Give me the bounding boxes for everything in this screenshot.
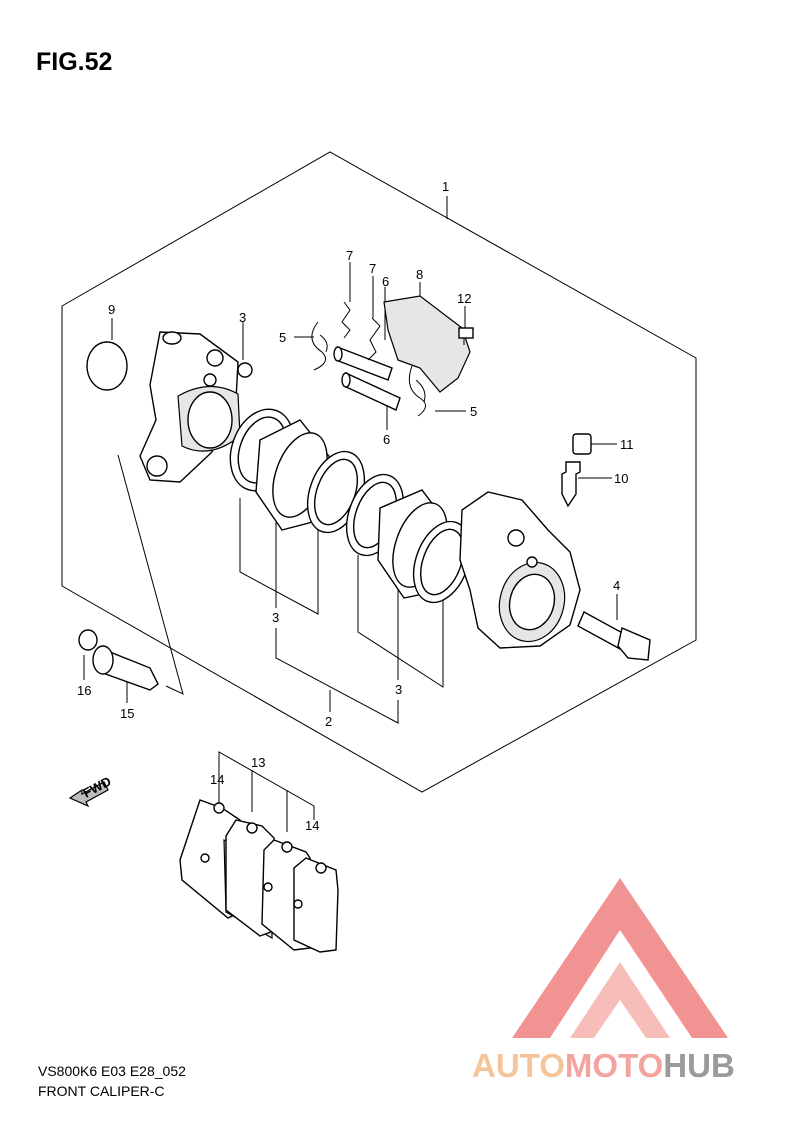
right-piston-set: [345, 473, 472, 604]
callout-16: 16: [77, 683, 91, 698]
callout-12: 12: [457, 291, 471, 306]
callout-3-top: 3: [239, 310, 246, 325]
figure-title: FIG.52: [36, 48, 113, 76]
figure-caption: FRONT CALIPER-C: [38, 1083, 165, 1099]
pad-pins-part-6: [333, 346, 401, 411]
brand-word-auto: AUTO: [472, 1047, 565, 1084]
clips-part-5-7: [311, 301, 426, 417]
bleeder-valve-part-10: [561, 461, 581, 508]
callout-7-right: 7: [369, 261, 376, 276]
callout-2: 2: [325, 714, 332, 729]
callout-14-right: 14: [305, 818, 319, 833]
callout-5-right: 5: [470, 404, 477, 419]
callout-6-top: 6: [382, 274, 389, 289]
callout-labels: 1 2 3 3 3 4 5 5 6 6 7 7 8 9 10 11 12 13 …: [77, 179, 634, 833]
callout-13: 13: [251, 755, 265, 770]
left-piston-set: [229, 408, 366, 534]
callout-7-left: 7: [346, 248, 353, 263]
callout-8: 8: [416, 267, 423, 282]
brand-wordmark: AUTOMOTOHUB: [472, 1047, 735, 1085]
brand-word-moto: MOTO: [564, 1047, 664, 1084]
pad-spring-part-8: [383, 295, 471, 393]
brake-pads-part-13: [179, 799, 339, 953]
figure-code: VS800K6 E03 E28_052: [38, 1063, 186, 1079]
brand-word-hub: HUB: [663, 1047, 735, 1084]
callout-1: 1: [442, 179, 449, 194]
callout-15: 15: [120, 706, 134, 721]
seal-part-3-top: [237, 362, 253, 378]
bracket-guide-line: [117, 454, 184, 695]
caliper-bracket-body: [139, 331, 241, 483]
callout-3-left: 3: [272, 610, 279, 625]
cap-part-9: [86, 341, 128, 391]
mounting-bolt-part-4: [577, 611, 651, 661]
callout-14-left: 14: [210, 772, 224, 787]
pin-part-15: [92, 645, 159, 691]
leader-lines: [83, 196, 618, 832]
callout-4: 4: [613, 578, 620, 593]
callout-3-right: 3: [395, 682, 402, 697]
caliper-body: [459, 491, 581, 649]
callout-6-bottom: 6: [383, 432, 390, 447]
callout-5-left: 5: [279, 330, 286, 345]
screw-part-12: [458, 327, 474, 345]
nut-part-16: [78, 629, 98, 651]
forward-direction-arrow: FWD: [68, 774, 114, 808]
callout-11: 11: [620, 437, 634, 452]
bleeder-cap-part-11: [572, 433, 592, 455]
callout-9: 9: [108, 302, 115, 317]
callout-10: 10: [614, 471, 628, 486]
assembly-boundary: [61, 151, 697, 793]
brand-logo-triangle-icon: [512, 878, 728, 1038]
